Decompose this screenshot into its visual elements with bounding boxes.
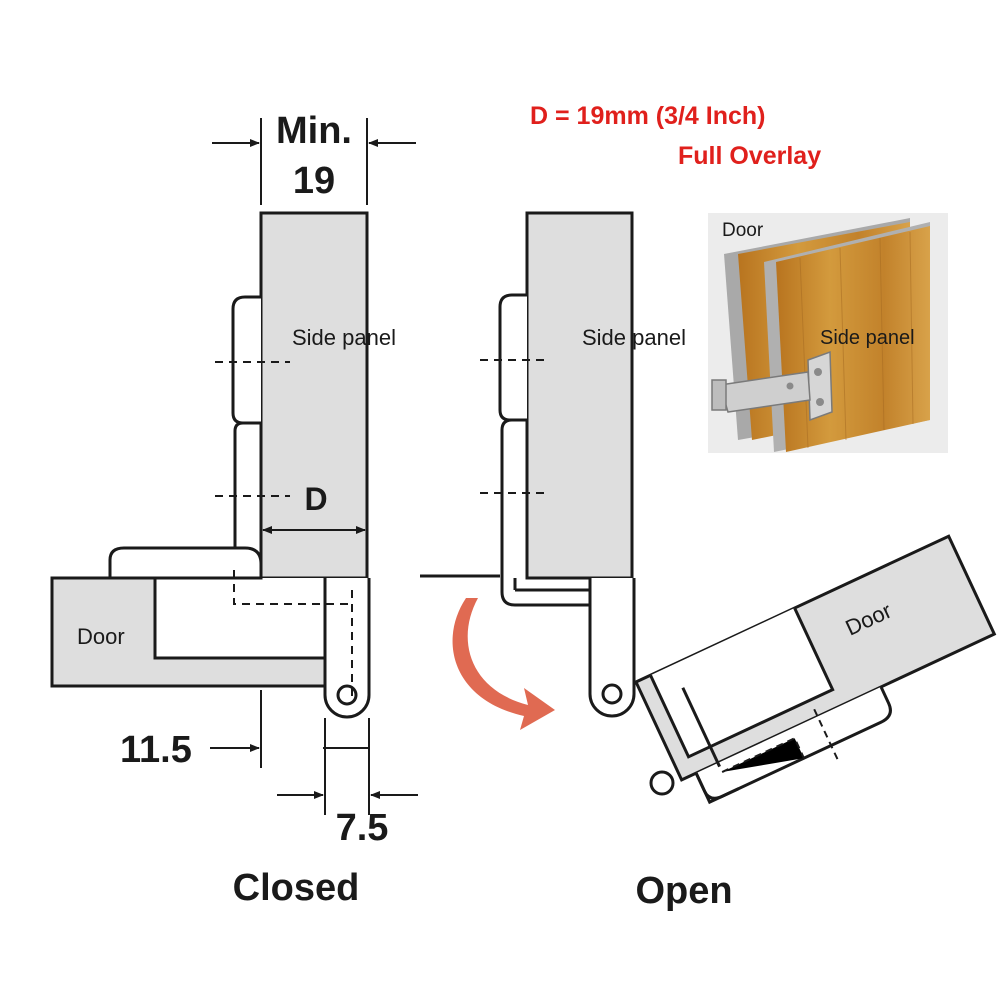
- photo-side-panel-label: Side panel: [820, 327, 915, 349]
- open-view: Door Side panel Open: [420, 211, 997, 912]
- open-motion-arrow: [452, 598, 555, 730]
- closed-hinge-body: [108, 546, 263, 580]
- closed-hinge-cup: [153, 578, 327, 660]
- spec-type: Full Overlay: [678, 142, 821, 170]
- open-pivot-pin: [601, 683, 623, 705]
- open-hinge-arm: [500, 418, 590, 607]
- min-value: 19: [293, 160, 335, 202]
- closed-door-label: Door: [77, 624, 125, 649]
- closed-side-panel: [259, 211, 369, 580]
- overlay-11-5: 11.5: [120, 729, 192, 771]
- overlay-7-5: 7.5: [336, 807, 389, 849]
- open-side-panel: [525, 211, 634, 580]
- closed-caption: Closed: [233, 867, 360, 909]
- closed-hinge-knuckle: [323, 578, 371, 719]
- closed-mounting-plate: [231, 295, 261, 425]
- open-door-group: [634, 534, 997, 805]
- photo-hinge: [711, 350, 833, 422]
- closed-hinge-arm: [230, 421, 261, 550]
- closed-pivot-pin: [336, 684, 358, 706]
- photo-door-label: Door: [722, 220, 764, 241]
- open-side-panel-label: Side panel: [582, 325, 686, 350]
- open-mounting-plate: [498, 293, 527, 422]
- closed-view: Min. 19 D Side panel Door 11.5 7.5 Close…: [50, 110, 418, 909]
- closed-side-panel-label: Side panel: [292, 325, 396, 350]
- spec-formula: D = 19mm (3/4 Inch): [530, 102, 766, 130]
- open-hinge-knuckle: [588, 578, 636, 718]
- open-hidden-lines: [480, 359, 548, 494]
- open-caption: Open: [635, 870, 732, 912]
- closed-hidden-lines: [215, 361, 353, 700]
- min-label: Min.: [276, 110, 352, 152]
- photo-inset: Door Side panel: [708, 213, 948, 453]
- d-label: D: [304, 481, 327, 517]
